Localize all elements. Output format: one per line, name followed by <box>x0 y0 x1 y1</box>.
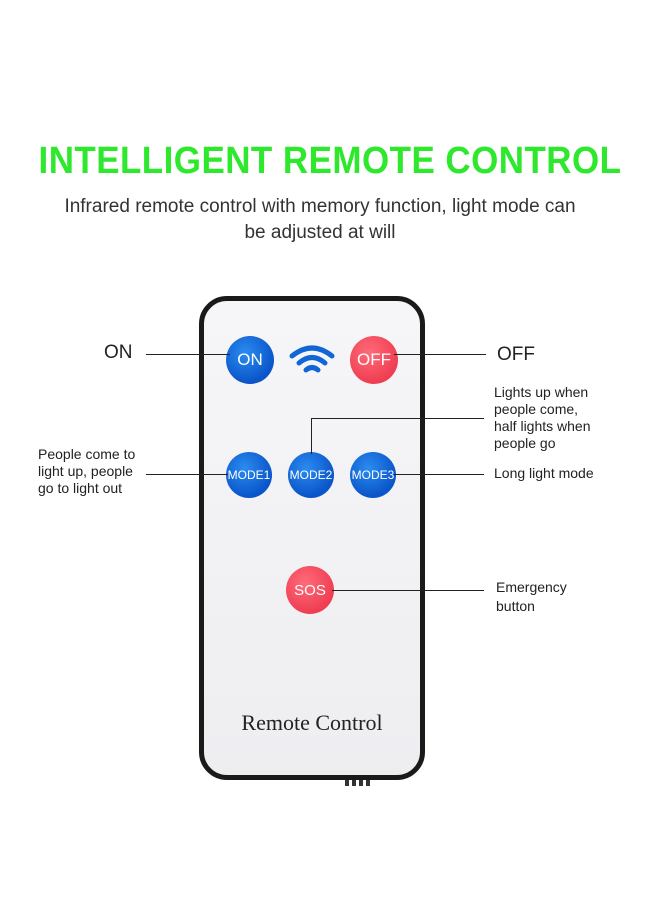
on-callout-label: ON <box>104 342 133 363</box>
sos-callout-line <box>332 590 484 591</box>
off-callout-line <box>394 354 486 355</box>
off-button[interactable]: OFF <box>350 336 398 384</box>
mode1-callout-label: People come to light up, people go to li… <box>38 446 136 496</box>
remote-bottom-vent <box>345 780 373 786</box>
mode3-callout-label: Long light mode <box>494 465 594 481</box>
sos-button[interactable]: SOS <box>286 566 334 614</box>
on-callout-line <box>146 354 230 355</box>
mode2-callout-line <box>311 418 484 419</box>
mode3-callout-line <box>394 474 484 475</box>
mode1-button[interactable]: MODE1 <box>226 452 272 498</box>
on-button[interactable]: ON <box>226 336 274 384</box>
sos-callout-label: Emergency button <box>496 579 567 614</box>
mode2-button[interactable]: MODE2 <box>288 452 334 498</box>
page-subtitle: Infrared remote control with memory func… <box>64 196 576 243</box>
off-callout-label: OFF <box>497 344 535 365</box>
page-title: INTELLIGENT REMOTE CONTROL <box>38 140 622 182</box>
mode2-callout-label: Lights up when people come, half lights … <box>494 384 591 451</box>
mode3-button[interactable]: MODE3 <box>350 452 396 498</box>
wifi-signal-icon <box>289 345 335 373</box>
mode1-callout-line <box>146 474 228 475</box>
mode2-callout-vline <box>311 418 312 454</box>
remote-control-label: Remote Control <box>241 710 383 735</box>
